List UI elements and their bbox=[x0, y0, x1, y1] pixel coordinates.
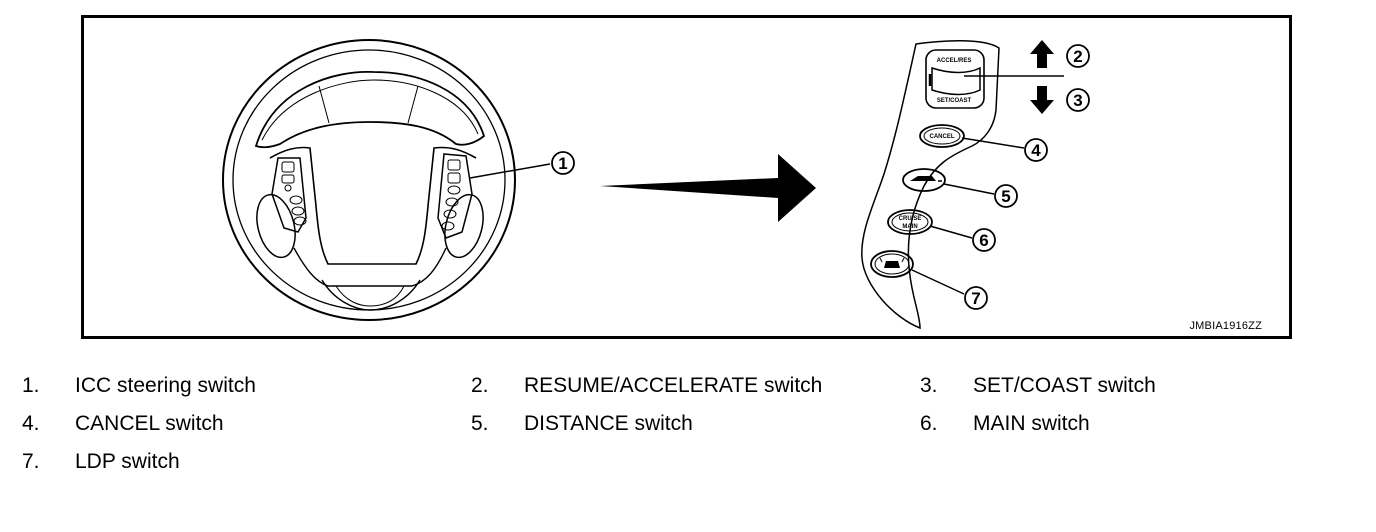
svg-text:CRUISE: CRUISE bbox=[899, 216, 922, 222]
legend-text: MAIN switch bbox=[973, 412, 1090, 435]
legend-text: SET/COAST switch bbox=[973, 374, 1156, 397]
switch-panel: ACCEL/RES SET/COAST CANCEL CRUISE MAIN bbox=[861, 40, 1000, 330]
svg-text:3: 3 bbox=[1073, 91, 1082, 110]
legend-number: 6. bbox=[920, 412, 938, 435]
legend-number: 7. bbox=[22, 450, 40, 473]
legend-text: RESUME/ACCELERATE switch bbox=[524, 374, 823, 397]
callout-6: 6 bbox=[929, 225, 996, 252]
svg-text:5: 5 bbox=[1001, 187, 1010, 206]
legend-text: DISTANCE switch bbox=[524, 412, 693, 435]
legend-text: CANCEL switch bbox=[75, 412, 224, 435]
diagram-canvas: 1 ACCEL/RES SET/COAST CANCEL CRUISE MA bbox=[222, 39, 1090, 330]
svg-text:SET/COAST: SET/COAST bbox=[937, 98, 972, 104]
svg-text:ACCEL/RES: ACCEL/RES bbox=[937, 58, 972, 64]
callout-7: 7 bbox=[911, 269, 988, 310]
legend-text: ICC steering switch bbox=[75, 374, 256, 397]
legend-number: 5. bbox=[471, 412, 489, 435]
legend-number: 4. bbox=[22, 412, 40, 435]
callout-3: 3 bbox=[1066, 88, 1090, 112]
direction-arrow bbox=[600, 154, 816, 222]
callout-1: 1 bbox=[469, 151, 575, 179]
callout-4: 4 bbox=[961, 137, 1048, 162]
callout-2: 2 bbox=[1066, 44, 1090, 68]
svg-text:2: 2 bbox=[1073, 47, 1082, 66]
svg-text:6: 6 bbox=[979, 231, 988, 250]
up-arrow-icon bbox=[1030, 40, 1054, 68]
callout-5: 5 bbox=[943, 183, 1018, 208]
legend-number: 1. bbox=[22, 374, 40, 397]
svg-text:MAIN: MAIN bbox=[902, 224, 917, 230]
svg-text:7: 7 bbox=[971, 289, 980, 308]
steering-wheel bbox=[222, 39, 516, 321]
svg-text:CANCEL: CANCEL bbox=[930, 134, 955, 140]
legend-text: LDP switch bbox=[75, 450, 180, 473]
down-arrow-icon bbox=[1030, 86, 1054, 114]
legend-number: 3. bbox=[920, 374, 938, 397]
svg-text:4: 4 bbox=[1031, 141, 1041, 160]
figure-code: JMBIA1916ZZ bbox=[1189, 320, 1262, 332]
diagram-frame: 1 ACCEL/RES SET/COAST CANCEL CRUISE MA bbox=[81, 15, 1292, 339]
legend-number: 2. bbox=[471, 374, 489, 397]
svg-text:1: 1 bbox=[558, 154, 567, 173]
